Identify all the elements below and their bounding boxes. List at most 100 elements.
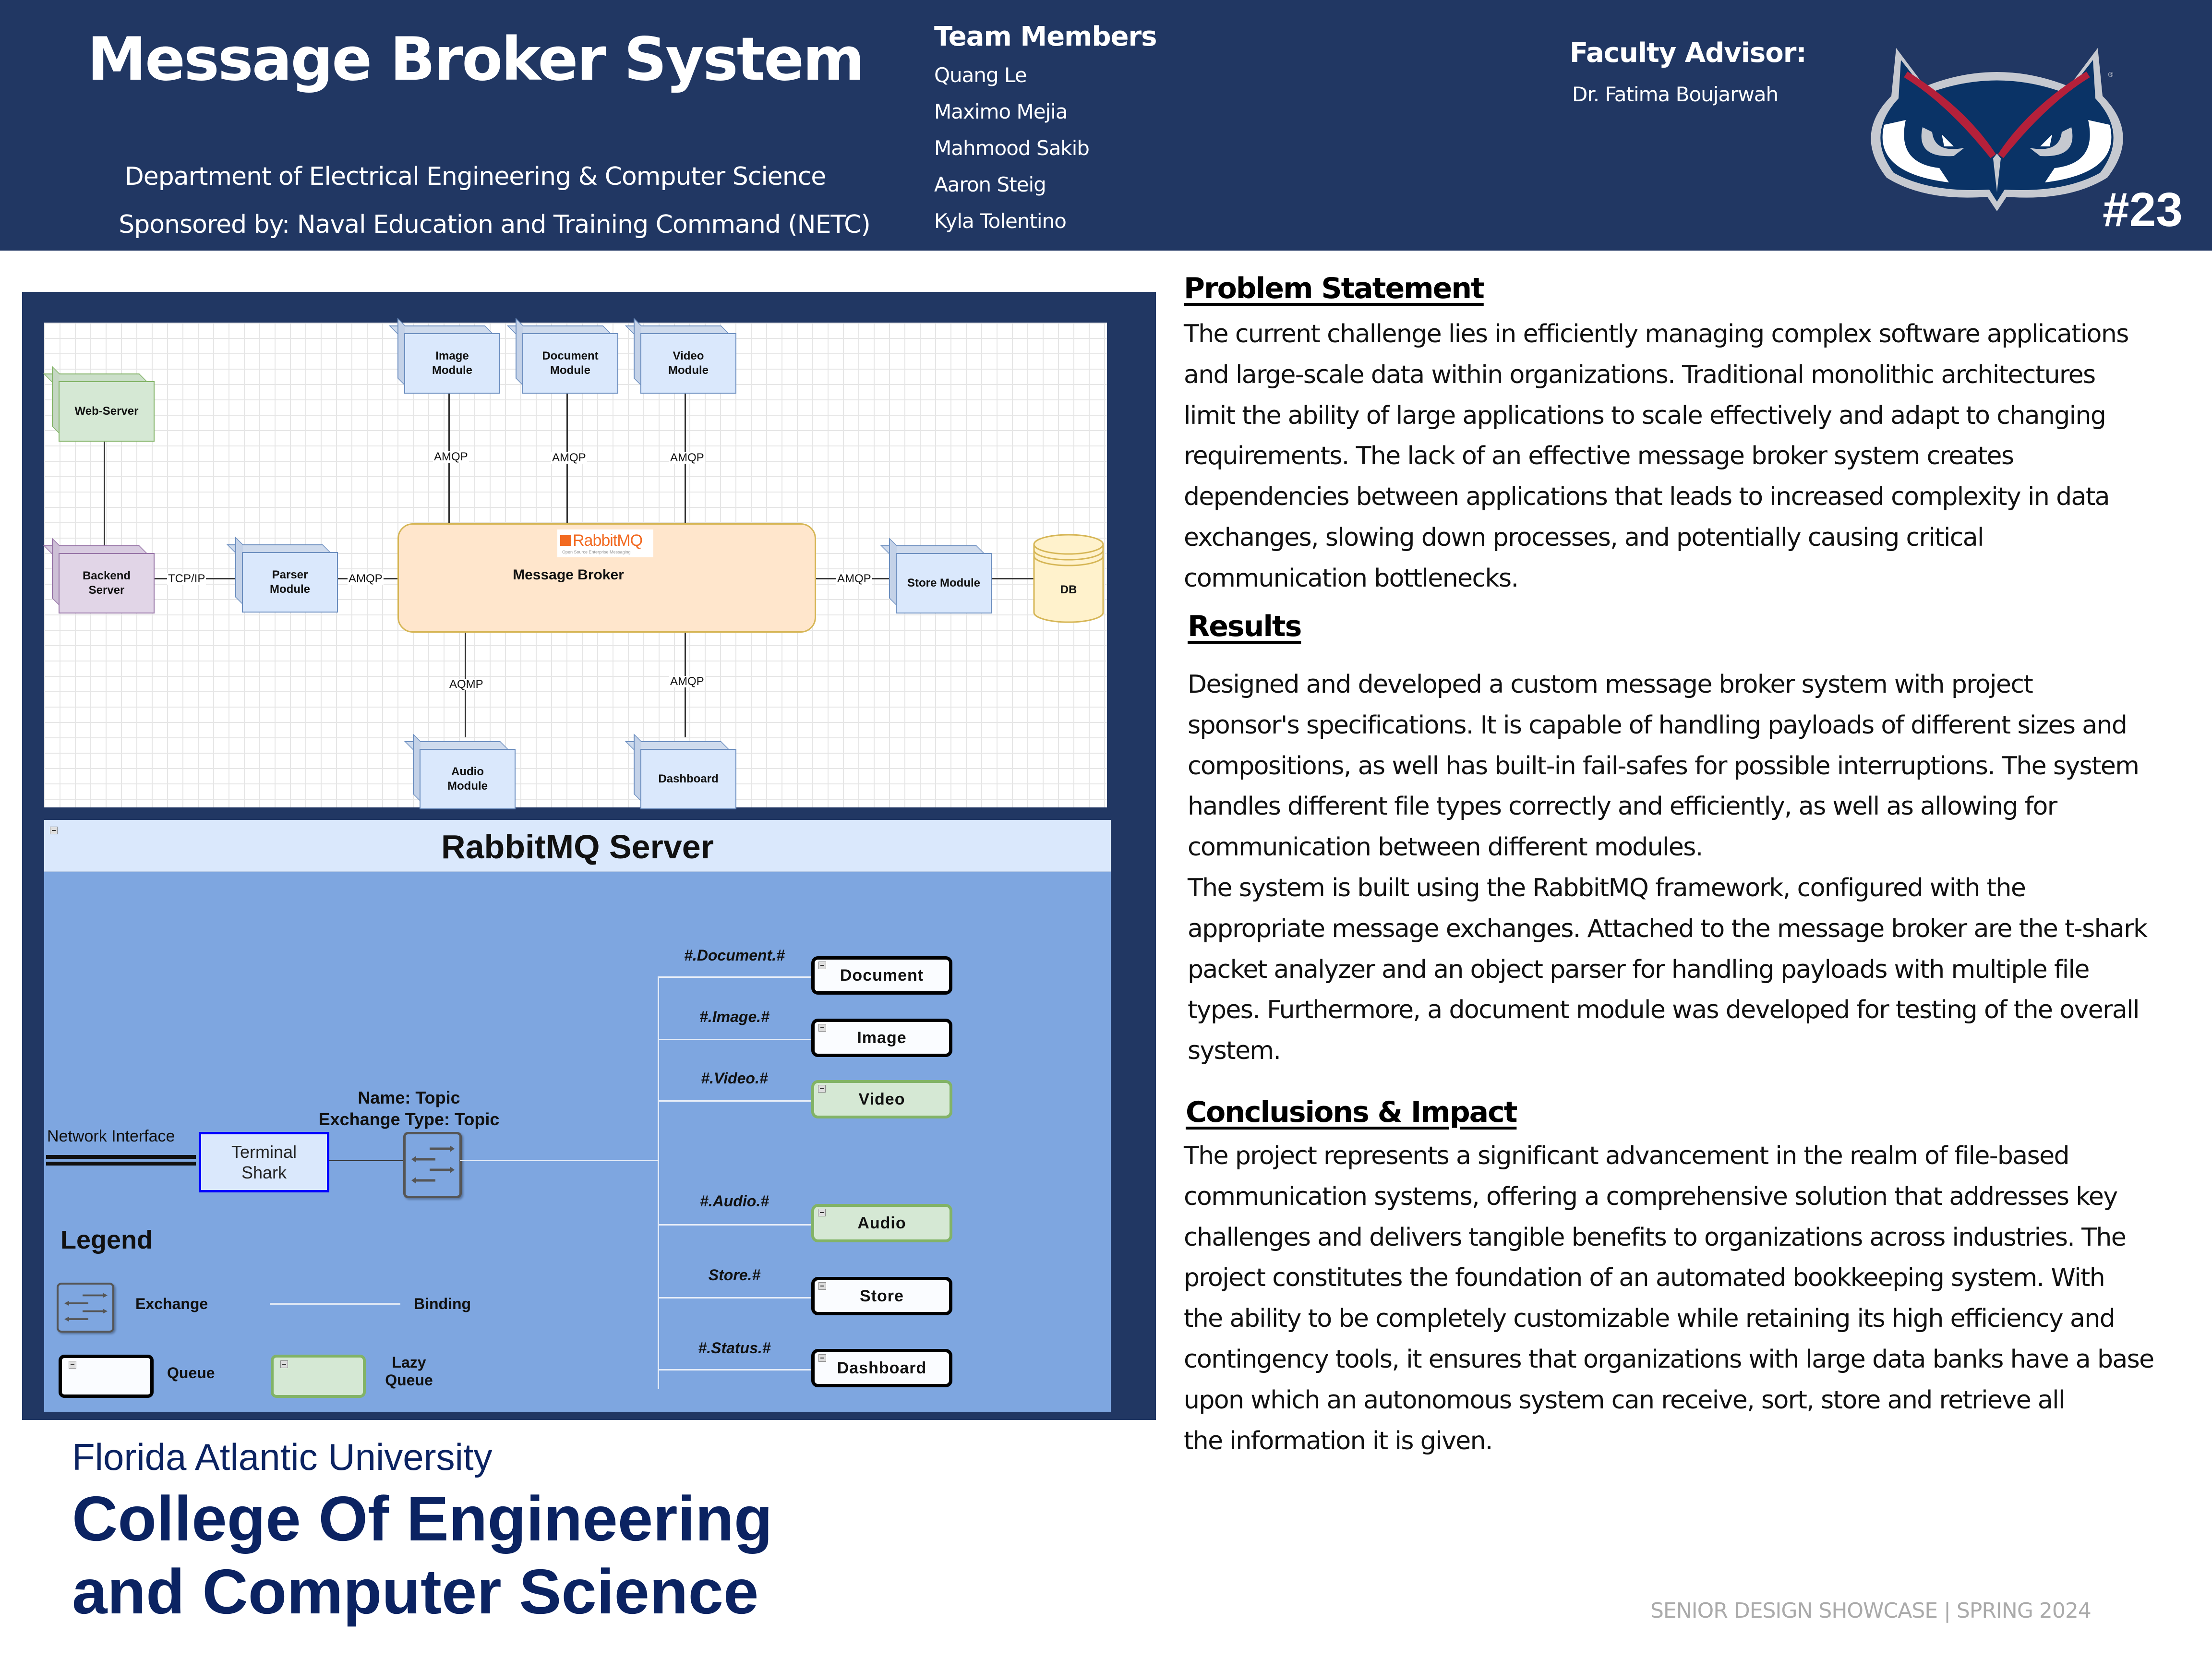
department: Department of Electrical Engineering & C… [124, 162, 827, 191]
queue-video[interactable]: Video [811, 1080, 952, 1118]
header-banner [0, 0, 2212, 251]
team-members-heading: Team Members [934, 21, 1157, 52]
store-module[interactable]: Store Module [880, 538, 992, 613]
faculty-advisor-heading: Faculty Advisor: [1570, 37, 1807, 69]
legend-binding-line [270, 1303, 400, 1305]
document-module[interactable]: Document Module [507, 318, 618, 394]
queue-image[interactable]: Image [811, 1019, 952, 1057]
queue-name: Dashboard [837, 1358, 927, 1377]
parser-module[interactable]: Parser Module [227, 537, 338, 613]
exchange-label: Name: Topic Exchange Type: Topic [318, 1088, 500, 1129]
rabbitmq-icon [560, 535, 571, 546]
queue-dashboard[interactable]: Dashboard [811, 1349, 952, 1387]
queue-store[interactable]: Store [811, 1277, 952, 1315]
faculty-advisor-name: Dr. Fatima Boujarwah [1572, 83, 1779, 106]
module-label: Audio Module [420, 749, 516, 809]
legend-title: Legend [60, 1226, 153, 1254]
edge-webserver-backend [104, 440, 105, 551]
college-name-line1: College Of Engineering [72, 1483, 773, 1554]
collapse-icon[interactable] [818, 1354, 826, 1362]
collapse-icon[interactable] [818, 1209, 826, 1216]
edge-store-db [984, 578, 1034, 579]
database-icon[interactable]: DB [1033, 534, 1104, 623]
sponsor: Sponsored by: Naval Education and Traini… [119, 210, 871, 239]
architecture-diagram: AMQP AMQP AMQP TCP/IP AMQP AMQP AQMP AMQ… [43, 318, 1107, 809]
binding-trunk [658, 976, 659, 1389]
poster-number: #23 [2103, 183, 2183, 237]
rabbitmq-server-header: RabbitMQ Server [44, 820, 1111, 872]
edge-label: AMQP [433, 450, 469, 463]
network-interface-label: Network Interface [47, 1127, 175, 1145]
queue-audio[interactable]: Audio [811, 1204, 952, 1242]
problem-statement-body: The current challenge lies in efficientl… [1184, 320, 2129, 593]
rabbitmq-server-diagram: RabbitMQ Server Network Interface Termin… [44, 820, 1111, 1412]
rabbitmq-logo: RabbitMQ Open Source Enterprise Messagin… [557, 529, 653, 557]
problem-statement-heading: Problem Statement [1184, 272, 1485, 305]
terminal-shark-node[interactable]: Terminal Shark [199, 1132, 329, 1192]
conclusions-heading: Conclusions & Impact [1186, 1095, 1517, 1129]
image-module[interactable]: Image Module [389, 318, 500, 394]
poster-title: Message Broker System [87, 25, 865, 94]
module-label: Parser Module [242, 552, 338, 613]
collapse-icon[interactable] [818, 962, 826, 969]
queue-name: Video [858, 1090, 905, 1108]
exchange-binding-line [460, 1160, 658, 1161]
binding-line [658, 1224, 811, 1226]
team-member: Maximo Mejia [934, 100, 1068, 123]
module-label: Video Module [640, 333, 736, 394]
routing-key: #.Audio.# [699, 1192, 769, 1210]
legend-exchange-icon [57, 1283, 114, 1333]
showcase-footer: SENIOR DESIGN SHOWCASE | SPRING 2024 [1650, 1599, 2092, 1623]
module-label: Backend Server [59, 553, 155, 613]
queue-name: Document [840, 966, 924, 985]
broker-label: Message Broker [513, 567, 624, 583]
collapse-icon[interactable] [50, 827, 58, 834]
svg-text:®: ® [2107, 71, 2114, 79]
university-name: Florida Atlantic University [72, 1436, 493, 1478]
rabbitmq-logo-text: RabbitMQ [573, 531, 643, 550]
collapse-icon [69, 1361, 76, 1369]
collapse-icon[interactable] [818, 1282, 826, 1290]
queue-name: Image [857, 1028, 907, 1047]
collapse-icon[interactable] [818, 1085, 826, 1093]
binding-line [658, 1297, 811, 1298]
collapse-icon[interactable] [818, 1024, 826, 1032]
routing-key: #.Image.# [699, 1008, 769, 1025]
routing-key: #.Status.# [698, 1339, 771, 1357]
module-label: Dashboard [640, 749, 736, 809]
college-name-line2: and Computer Science [72, 1556, 759, 1627]
audio-module[interactable]: Audio Module [404, 733, 516, 809]
queue-document[interactable]: Document [811, 956, 952, 995]
module-label: Store Module [896, 553, 992, 613]
collapse-icon [280, 1360, 288, 1368]
queue-name: Audio [857, 1214, 906, 1232]
binding-line [658, 976, 811, 978]
edge-label: AMQP [669, 451, 705, 464]
network-interface-line [46, 1155, 196, 1159]
edge-label: AMQP [669, 675, 705, 688]
team-member: Mahmood Sakib [934, 136, 1090, 160]
legend-exchange-label: Exchange [135, 1295, 208, 1312]
legend-binding-label: Binding [414, 1295, 471, 1312]
edge-label: AMQP [551, 451, 587, 464]
message-broker-node[interactable]: RabbitMQ Open Source Enterprise Messagin… [397, 523, 816, 633]
web-server-node[interactable]: Web-Server [43, 366, 155, 442]
exchange-icon[interactable] [403, 1132, 462, 1198]
edge-label: AMQP [348, 572, 384, 585]
backend-server-node[interactable]: Backend Server [43, 538, 155, 613]
module-label: Document Module [522, 333, 618, 394]
video-module[interactable]: Video Module [625, 318, 736, 394]
edge-label: TCP/IP [167, 572, 206, 585]
conclusions-body: The project represents a significant adv… [1184, 1142, 2154, 1455]
team-member: Quang Le [934, 63, 1027, 87]
fau-owl-logo-icon: ® [1871, 48, 2123, 211]
dashboard-module[interactable]: Dashboard [625, 733, 736, 809]
rabbitmq-server-title: RabbitMQ Server [441, 828, 714, 866]
binding-line [658, 1100, 811, 1102]
edge-label: AMQP [836, 572, 872, 585]
team-member: Aaron Steig [934, 173, 1046, 196]
team-member: Kyla Tolentino [934, 209, 1067, 233]
module-label: Web-Server [59, 381, 155, 442]
routing-key: Store.# [708, 1266, 761, 1284]
module-label: Image Module [404, 333, 500, 394]
